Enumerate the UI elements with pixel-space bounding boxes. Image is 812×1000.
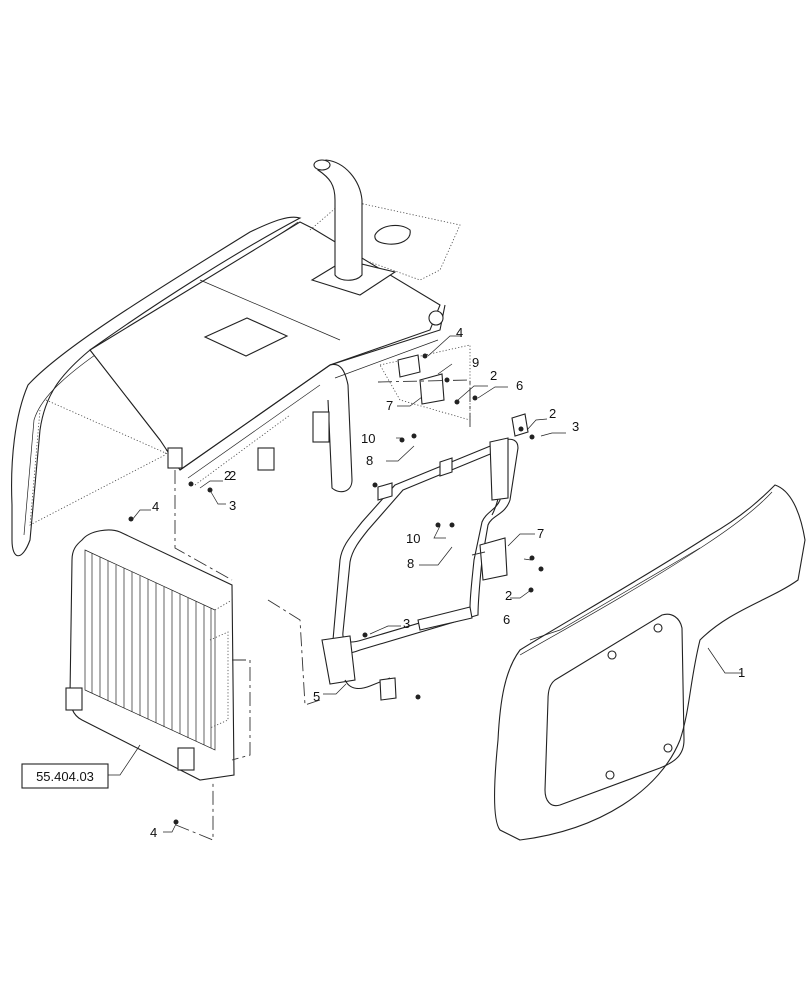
radiator-grille bbox=[65, 529, 235, 781]
callout-10-a: 10 bbox=[361, 431, 375, 446]
callout-3-a: 3 bbox=[572, 419, 579, 434]
callout-4-a: 4 bbox=[456, 325, 463, 340]
callout-5: 5 bbox=[313, 689, 320, 704]
callout-2-d: 2 bbox=[505, 588, 512, 603]
hood-frame-assembly bbox=[11, 199, 471, 557]
callout-2-c: 2 bbox=[224, 468, 231, 483]
callout-1: 1 bbox=[738, 665, 745, 680]
reference-box[interactable]: 55.404.03 bbox=[21, 763, 109, 789]
exhaust-stack bbox=[310, 159, 397, 296]
hardware bbox=[128, 353, 544, 825]
callout-4-c: 4 bbox=[150, 825, 157, 840]
callout-9: 9 bbox=[472, 355, 479, 370]
callout-7-a: 7 bbox=[386, 398, 393, 413]
callout-labels: 1 2 2 2 2 2 3 3 3 4 4 4 5 6 6 7 7 8 8 9 … bbox=[150, 325, 745, 840]
callout-2-e: 2 bbox=[229, 468, 236, 483]
callout-8-a: 8 bbox=[366, 453, 373, 468]
callout-10-b: 10 bbox=[406, 531, 420, 546]
callout-3-b: 3 bbox=[229, 498, 236, 513]
rear-hinge-bracket bbox=[397, 354, 445, 405]
callout-8-b: 8 bbox=[407, 556, 414, 571]
callout-6-a: 6 bbox=[516, 378, 523, 393]
side-panel bbox=[493, 484, 806, 841]
callout-3-c: 3 bbox=[403, 616, 410, 631]
callout-6-b: 6 bbox=[503, 612, 510, 627]
callout-4-b: 4 bbox=[152, 499, 159, 514]
callout-2-b: 2 bbox=[549, 406, 556, 421]
callout-7-b: 7 bbox=[537, 526, 544, 541]
callout-2-a: 2 bbox=[490, 368, 497, 383]
leader-lines bbox=[108, 335, 742, 833]
side-frame-bracket bbox=[321, 413, 529, 701]
reference-box-label: 55.404.03 bbox=[36, 769, 94, 784]
alignment-lines bbox=[174, 379, 486, 841]
